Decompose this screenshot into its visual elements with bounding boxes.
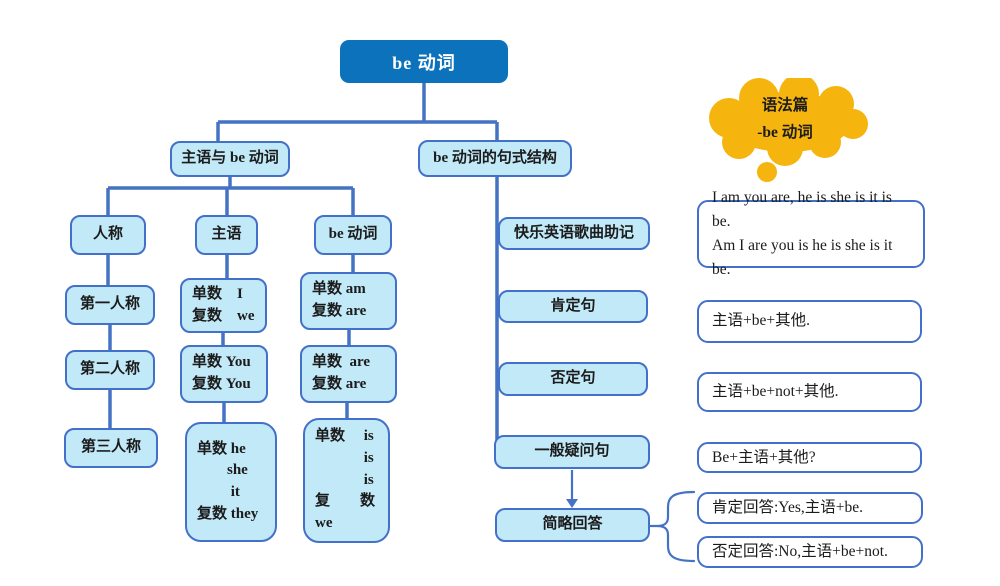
node-short-answer: 简略回答 (495, 508, 650, 542)
root-node: be 动词 (340, 40, 508, 83)
note-song-lyrics: I am you are, he is she is it is be. Am … (697, 189, 925, 278)
note-affirmative-pattern: 主语+be+其他. (697, 300, 922, 343)
arrow-head-icon (566, 499, 578, 508)
note-no-answer: 否定回答:No,主语+be+not. (697, 536, 923, 568)
brace-icon (656, 490, 696, 563)
node-beverb-header: be 动词 (314, 215, 392, 255)
node-second-person: 第二人称 (65, 350, 155, 390)
note-question-pattern: Be+主语+其他? (697, 442, 922, 473)
cloud-shape-icon (709, 78, 868, 182)
node-subject-2: 单数 You 复数 You (180, 345, 268, 403)
node-subject-3: 单数 he she it 复数 they (185, 422, 277, 542)
cloud-title: 语法篇 -be 动词 (757, 97, 813, 142)
node-be-1: 单数 am 复数 are (300, 272, 397, 330)
node-affirmative: 肯定句 (498, 290, 648, 323)
node-right-branch: be 动词的句式结构 (418, 140, 572, 177)
note-yes-answer: 肯定回答:Yes,主语+be. (697, 492, 923, 524)
node-be-2: 单数 are 复数 are (300, 345, 397, 403)
node-be-3: 单数 is is is 复 数 we (303, 418, 390, 543)
node-song-mnemonic: 快乐英语歌曲助记 (498, 217, 650, 250)
node-negative: 否定句 (498, 362, 648, 396)
note-negative-pattern: 主语+be+not+其他. (697, 372, 922, 412)
node-subject-1: 单数 I 复数 we (180, 278, 267, 333)
node-general-question: 一般疑问句 (494, 435, 650, 469)
node-third-person: 第三人称 (64, 428, 158, 468)
node-first-person: 第一人称 (65, 285, 155, 325)
node-subject-header: 主语 (195, 215, 258, 255)
node-left-branch: 主语与 be 动词 (170, 141, 290, 177)
node-person-header: 人称 (70, 215, 146, 255)
